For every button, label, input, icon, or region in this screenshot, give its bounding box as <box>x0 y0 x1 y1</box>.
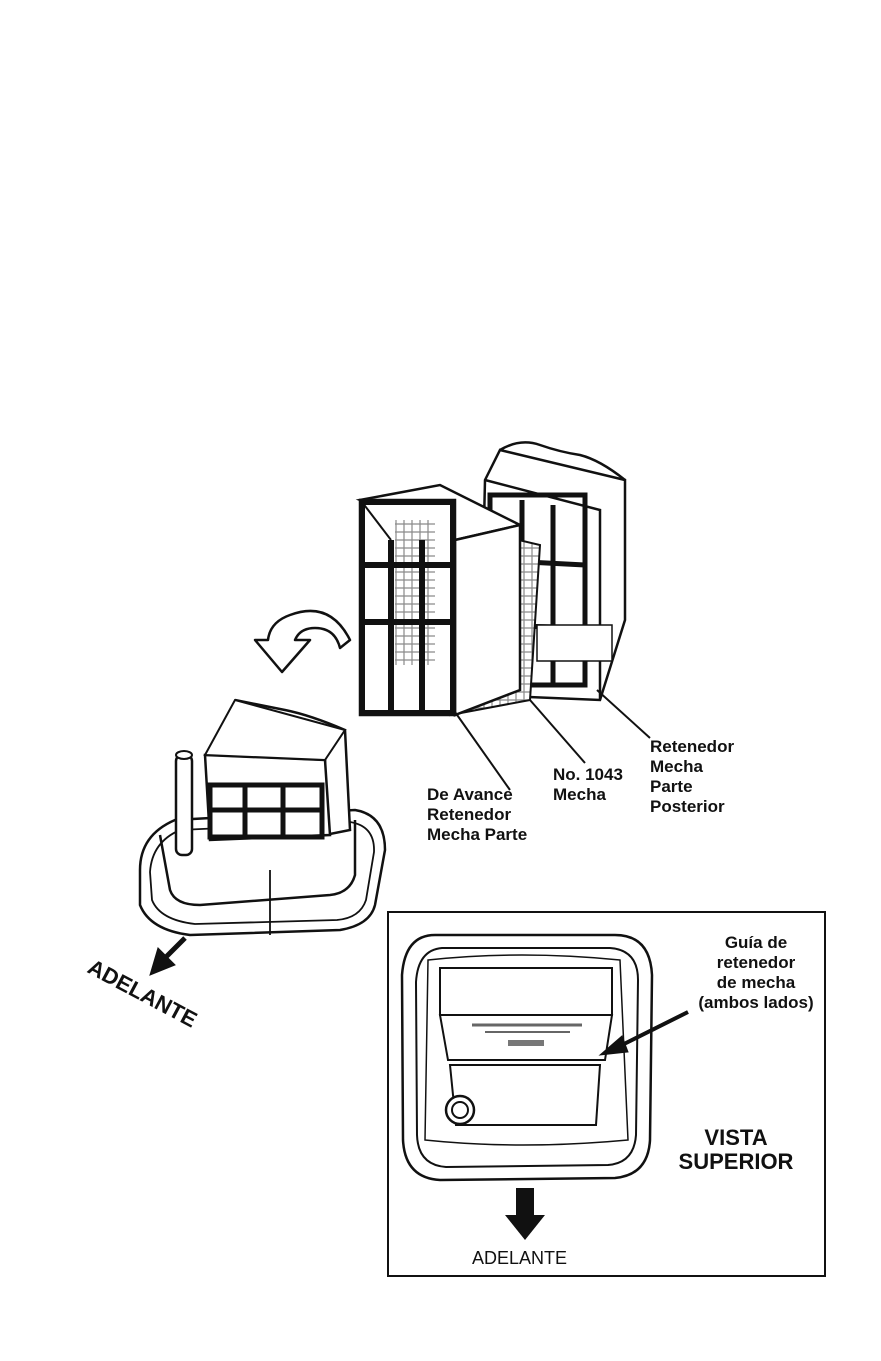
top-view-title: VISTA SUPERIOR <box>672 1126 800 1174</box>
rear-retainer-label: Retenedor Mecha Parte Posterior <box>650 737 734 817</box>
wick-label: No. 1043 Mecha <box>553 765 623 805</box>
top-view-unit <box>402 935 652 1180</box>
front-retainer-part <box>360 485 520 715</box>
retainer-guide-label: Guía de retenedor de mecha (ambos lados) <box>690 933 822 1013</box>
down-arrow-icon <box>150 938 185 975</box>
curved-arrow-icon <box>255 611 350 672</box>
front-retainer-label: De Avance Retenedor Mecha Parte <box>427 785 527 845</box>
top-view-front-label: ADELANTE <box>472 1248 567 1268</box>
humidifier-base <box>140 700 385 935</box>
